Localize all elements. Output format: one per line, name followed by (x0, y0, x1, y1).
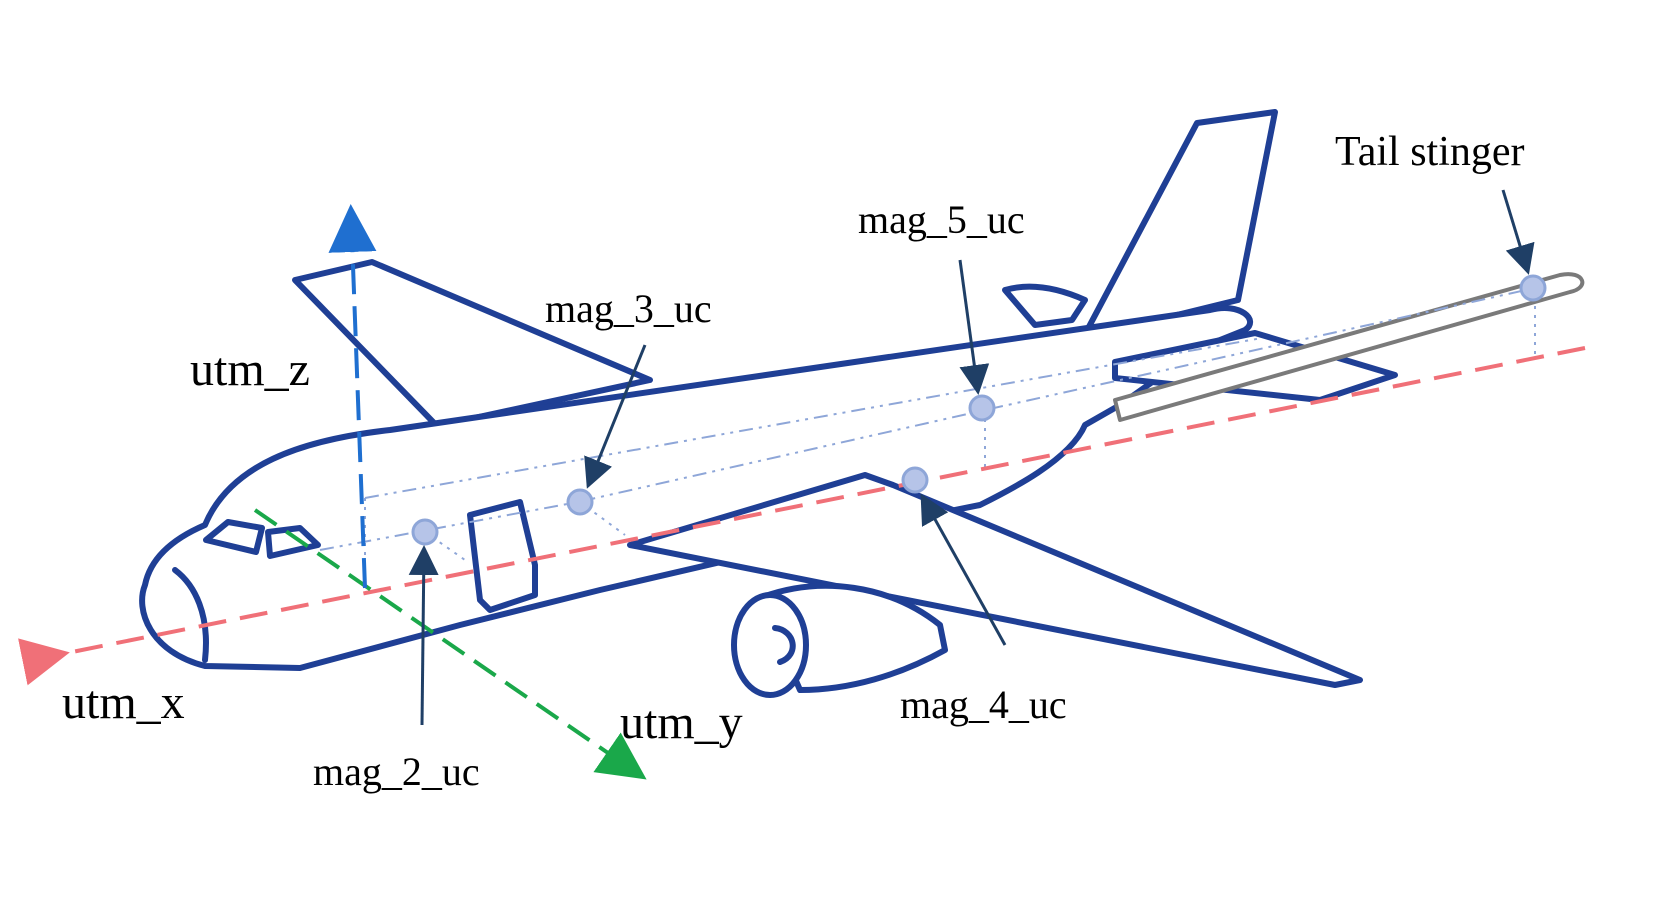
sensor-mag-3 (566, 488, 594, 516)
axis-y-label: utm_y (620, 696, 743, 749)
pointer-mag-3 (584, 344, 647, 489)
axis-x-label: utm_x (62, 676, 185, 729)
vertical-tail-fin (1080, 109, 1278, 341)
label-mag-4: mag_4_uc (900, 682, 1067, 727)
axis-y-line (253, 508, 647, 780)
far-wing (292, 259, 653, 429)
pointer-mag-4 (920, 493, 1007, 646)
label-mag-2: mag_2_uc (313, 749, 480, 794)
engine-spinner (772, 625, 796, 665)
axis-z-label: utm_z (190, 343, 310, 396)
cockpit-window-2 (265, 525, 321, 559)
nose-cone (172, 567, 209, 663)
label-mag-5: mag_5_uc (858, 197, 1025, 242)
far-stabilizer (1002, 283, 1088, 328)
cockpit-window-1 (203, 519, 265, 555)
sensor-mag-5 (968, 394, 996, 422)
pointer-tail-stinger (1501, 189, 1535, 275)
tail-stinger-boom (1113, 272, 1585, 422)
near-wing (627, 472, 1363, 688)
sensor-tail-stinger (1519, 274, 1547, 302)
fuselage-door (467, 499, 538, 613)
label-mag-3: mag_3_uc (545, 286, 712, 331)
sensor-mag-2 (411, 518, 439, 546)
sensor-guide-lower (319, 287, 1536, 551)
pointer-mag-5 (958, 259, 990, 395)
engine-intake (731, 592, 809, 698)
pointer-mag-2 (408, 545, 439, 726)
axis-z-line (328, 204, 377, 589)
axis-x-line (18, 346, 1586, 686)
sensor-mag-4 (901, 466, 929, 494)
label-tail-stinger: Tail stinger (1335, 129, 1525, 175)
